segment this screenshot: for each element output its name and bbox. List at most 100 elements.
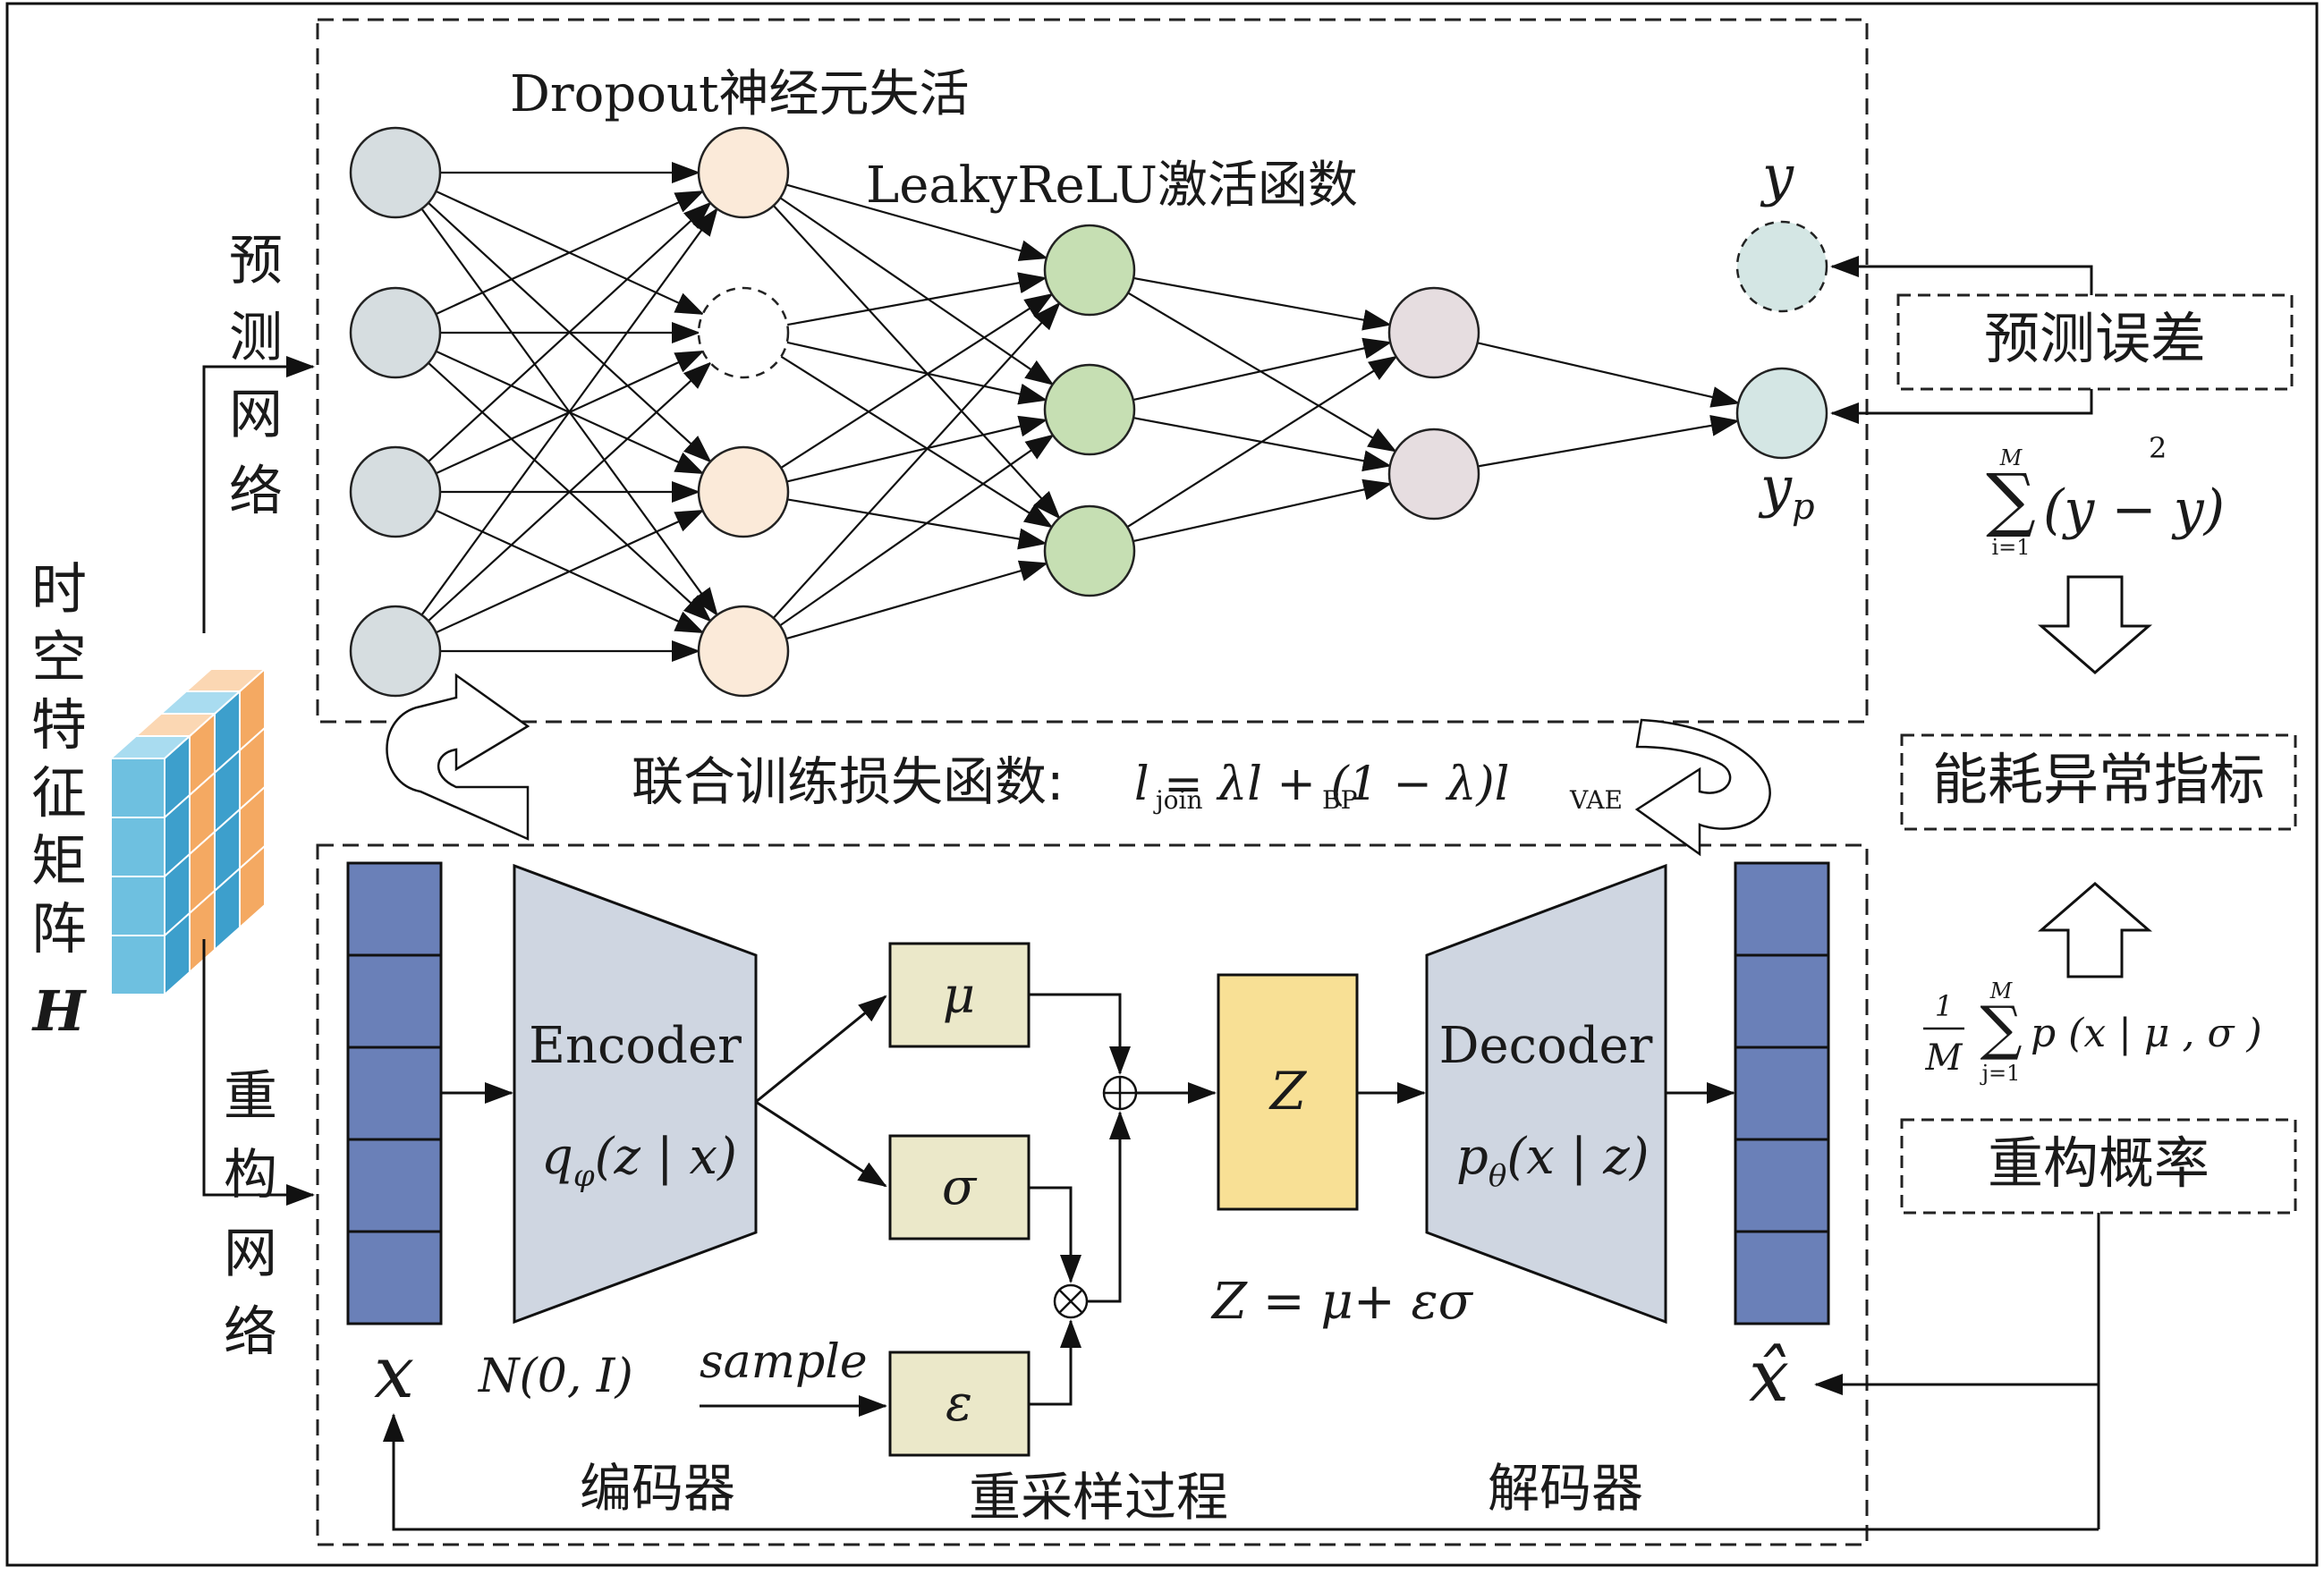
- left-title-char: 空: [31, 624, 87, 690]
- recon-branch-char: 重: [224, 1065, 277, 1128]
- input-node: [349, 445, 442, 538]
- neural-network-connections: [420, 162, 1741, 662]
- arrow-error-to-y: [1830, 256, 2093, 295]
- connection-line: [785, 560, 1048, 640]
- recon-branch-char: 网: [224, 1223, 277, 1285]
- z-box-label: Z: [1268, 1061, 1308, 1122]
- input-node: [349, 126, 442, 219]
- curved-arrow-left: [386, 673, 530, 841]
- decoder-title: Decoder: [1439, 1017, 1653, 1075]
- recon-frac-den: M: [1925, 1037, 1964, 1079]
- hidden2-node: [1043, 504, 1136, 597]
- joint-sub-bp: BP: [1322, 785, 1357, 815]
- x-label: x: [374, 1331, 414, 1414]
- z-formula: Z = μ+ εσ: [1210, 1273, 1474, 1331]
- normal-distribution-label: N(0, I): [477, 1350, 633, 1403]
- decoder-trapezoid: [1425, 863, 1667, 1325]
- hidden1-node: [697, 126, 790, 219]
- mse-sum-bottom: i=1: [1991, 535, 2030, 560]
- encoder-title: Encoder: [529, 1017, 742, 1075]
- feature-matrix-cube: [108, 666, 267, 997]
- connection-line: [785, 183, 1048, 261]
- mse-sum-top: M: [1999, 445, 2023, 470]
- recon-branch-char: 络: [224, 1301, 277, 1364]
- x-hat-label: x̂: [1749, 1334, 1789, 1418]
- mse-expr: (y − y): [2043, 478, 2225, 541]
- connection-line: [1477, 342, 1741, 408]
- predict-branch-char: 预: [229, 230, 283, 292]
- y-label: y: [1760, 143, 1794, 208]
- output-vector-xhat: [1734, 861, 1830, 1325]
- vector-cell: [346, 1230, 443, 1325]
- recon-branch-char: 构: [224, 1144, 277, 1207]
- connection-line: [1132, 337, 1393, 402]
- decoder-caption: 解码器: [1488, 1458, 1643, 1519]
- yp-sub: p: [1792, 487, 1815, 528]
- vector-cell: [346, 1138, 443, 1233]
- yp-label: yp: [1758, 454, 1815, 528]
- epsilon-label: ε: [946, 1375, 972, 1433]
- y-target-node: [1735, 220, 1828, 313]
- connection-line: [436, 509, 705, 634]
- left-title-char: 阵: [31, 896, 87, 961]
- curved-arrow-right: [1634, 718, 1771, 857]
- dropout-node: [697, 286, 790, 379]
- sample-label: sample: [700, 1335, 868, 1389]
- mse-formula: M ∑ i=1 (y − y) 2: [1986, 431, 2225, 560]
- anomaly-indicator-text: 能耗异常指标: [1932, 747, 2265, 812]
- left-title-char: 征: [31, 760, 87, 826]
- hidden3-node: [1387, 428, 1480, 521]
- recon-sigma: ∑: [1980, 994, 2022, 1063]
- recon-sum-top: M: [1989, 978, 2014, 1003]
- connection-line: [1126, 355, 1398, 529]
- recon-frac-num: 1: [1935, 989, 1953, 1023]
- decoder-formula: pθ(x | z): [1456, 1128, 1650, 1194]
- vector-cell: [346, 1046, 443, 1141]
- hidden1-node: [697, 445, 790, 538]
- hollow-arrow-down: [2037, 575, 2153, 674]
- recon-expr: p (x | μ , σ ): [2031, 1011, 2262, 1056]
- left-title-char: 特: [31, 692, 87, 758]
- vector-cell: [346, 861, 443, 957]
- connection-line: [779, 197, 1055, 385]
- mse-power: 2: [2149, 431, 2167, 465]
- epsilon-box: [888, 1351, 1031, 1457]
- vector-cell: [1734, 1230, 1830, 1325]
- recon-sum-bottom: j=1: [1980, 1061, 2021, 1086]
- vae-arrows: [441, 993, 1735, 1417]
- neural-network-nodes: [349, 126, 1828, 698]
- vector-cell: [1734, 953, 1830, 1049]
- vector-cell: [346, 953, 443, 1049]
- mse-sigma: ∑: [1986, 460, 2036, 540]
- connection-line: [787, 498, 1047, 550]
- vector-cell: [1734, 1046, 1830, 1141]
- arrow-to-reconstruction: [202, 939, 315, 1206]
- connection-line: [1132, 276, 1392, 331]
- hollow-arrow-up: [2037, 882, 2153, 978]
- connection-line: [420, 207, 718, 616]
- prediction-error-box: [1896, 293, 2294, 391]
- connection-line: [1132, 478, 1393, 543]
- arrow-prob-to-x: [383, 1413, 2099, 1531]
- arrow-to-prediction: [202, 356, 315, 633]
- input-node: [349, 605, 442, 698]
- input-node: [349, 286, 442, 379]
- anomaly-indicator-box: [1900, 733, 2297, 831]
- recon-probability-text: 重构概率: [1988, 1130, 2209, 1196]
- vector-cell: [1734, 1138, 1830, 1233]
- predict-branch-char: 络: [229, 461, 283, 523]
- recon-probability-box: [1900, 1118, 2297, 1215]
- joint-loss-formula: l = λl + (1 − λ)l: [1134, 758, 1509, 811]
- left-title-char: 矩: [31, 828, 87, 893]
- encoder-formula: qφ(z | x): [541, 1128, 737, 1194]
- encoder-caption: 编码器: [580, 1458, 735, 1519]
- connection-line: [435, 190, 705, 316]
- connection-line: [772, 205, 1061, 520]
- vector-cell: [1734, 861, 1830, 957]
- left-title-symbol: H: [31, 978, 88, 1044]
- resample-caption: 重采样过程: [969, 1467, 1228, 1528]
- joint-sub-join: join: [1153, 785, 1203, 815]
